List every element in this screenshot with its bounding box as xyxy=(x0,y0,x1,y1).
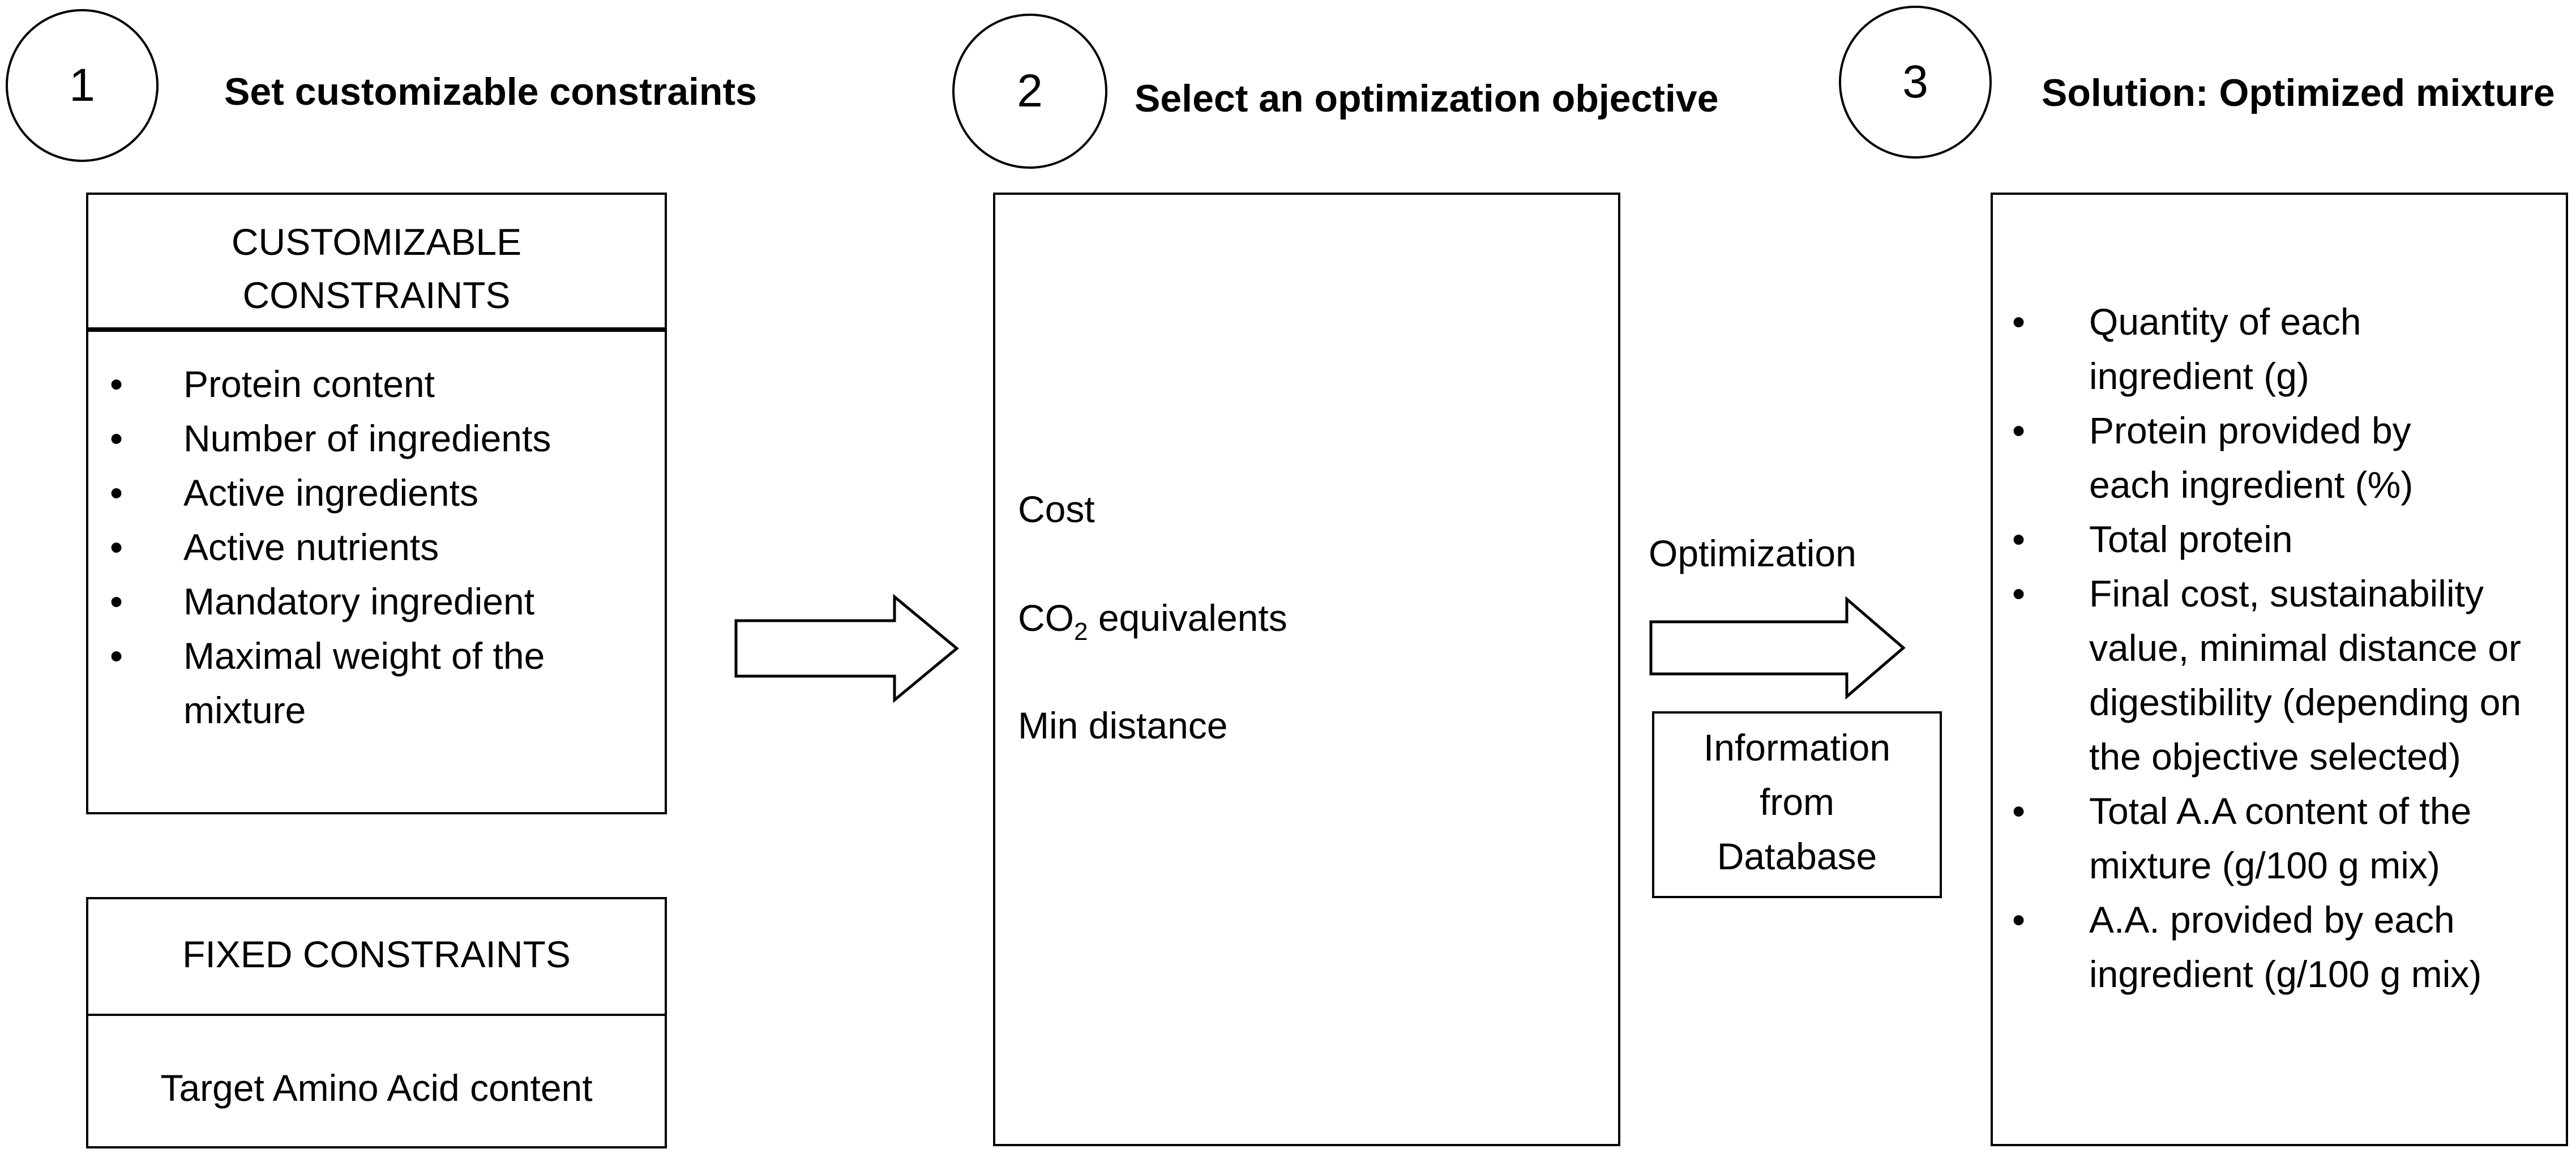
list-item: Final cost, sustainability value, minima… xyxy=(1993,566,2565,784)
step-1-circle: 1 xyxy=(6,9,159,162)
database-line-2: from xyxy=(1760,781,1834,823)
co2-prefix: CO xyxy=(1018,597,1074,639)
step-2-number: 2 xyxy=(1017,65,1043,117)
list-item: Active ingredients xyxy=(88,466,660,520)
fixed-constraints-item: Target Amino Acid content xyxy=(160,1067,593,1109)
right-arrow-icon xyxy=(734,593,959,703)
step-3-circle: 3 xyxy=(1839,6,1992,159)
solution-box: Quantity of each ingredient (g) Protein … xyxy=(1991,193,2568,1146)
header-line-2: CONSTRAINTS xyxy=(242,274,511,316)
fixed-constraints-header: FIXED CONSTRAINTS xyxy=(182,933,571,975)
list-item: Protein provided by each ingredient (%) xyxy=(1993,403,2565,512)
customizable-constraints-header: CUSTOMIZABLE CONSTRAINTS xyxy=(88,195,665,322)
co2-suffix: equivalents xyxy=(1088,597,1287,639)
objective-cost: Cost xyxy=(1018,488,1095,530)
customizable-constraints-list: Protein content Number of ingredients Ac… xyxy=(88,357,660,737)
database-info-text: Information from Database xyxy=(1654,720,1940,883)
list-item: A.A. provided by each ingredient (g/100 … xyxy=(1993,892,2565,1001)
header-divider xyxy=(86,327,667,332)
fixed-header-divider xyxy=(86,1014,667,1016)
step-3-title: Solution: Optimized mixture xyxy=(2042,71,2555,114)
header-line-1: CUSTOMIZABLE xyxy=(231,221,522,263)
list-item: Number of ingredients xyxy=(88,411,660,466)
list-item: Maximal weight of the mixture xyxy=(88,629,660,737)
objective-co2-equivalents: CO2 equivalents xyxy=(1018,597,1287,644)
list-item: Active nutrients xyxy=(88,520,660,574)
customizable-constraints-box: CUSTOMIZABLE CONSTRAINTS Protein content… xyxy=(86,193,667,814)
database-info-box: Information from Database xyxy=(1652,711,1942,898)
list-item: Total protein xyxy=(1993,512,2565,566)
step-1-number: 1 xyxy=(69,59,95,111)
right-arrow-icon xyxy=(1649,596,1906,700)
objective-min-distance: Min distance xyxy=(1018,704,1228,746)
list-item: Total A.A content of the mixture (g/100 … xyxy=(1993,784,2565,892)
database-line-1: Information xyxy=(1703,727,1891,768)
database-line-3: Database xyxy=(1717,835,1877,877)
co2-subscript: 2 xyxy=(1074,618,1088,646)
step-2-circle: 2 xyxy=(952,14,1107,169)
step-2-title: Select an optimization objective xyxy=(1135,77,1719,120)
optimization-label: Optimization xyxy=(1649,532,1856,574)
step-1-title: Set customizable constraints xyxy=(224,70,757,113)
objective-box: Cost CO2 equivalents Min distance xyxy=(993,193,1620,1146)
solution-list: Quantity of each ingredient (g) Protein … xyxy=(1993,294,2565,1001)
list-item: Mandatory ingredient xyxy=(88,574,660,629)
fixed-constraints-box: FIXED CONSTRAINTS Target Amino Acid cont… xyxy=(86,897,667,1148)
step-3-number: 3 xyxy=(1902,56,1928,108)
list-item: Quantity of each ingredient (g) xyxy=(1993,294,2565,403)
list-item: Protein content xyxy=(88,357,660,411)
